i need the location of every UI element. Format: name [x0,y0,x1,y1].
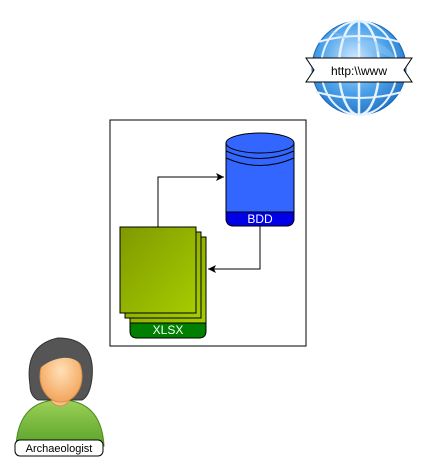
person-label: Archaeologist [26,443,93,455]
spreadsheet-icon: XLSX [119,226,207,339]
url-label: http:\\www [331,64,387,78]
person-icon [15,337,105,447]
url-banner: http:\\www [305,57,413,83]
arrow-spreadsheet-to-database [157,173,224,227]
database-label: BDD [247,212,273,226]
spreadsheet-label: XLSX [153,323,184,337]
database-icon: BDD [225,132,295,227]
person-label-box: Archaeologist [14,439,104,457]
arrow-database-to-spreadsheet [208,226,261,273]
